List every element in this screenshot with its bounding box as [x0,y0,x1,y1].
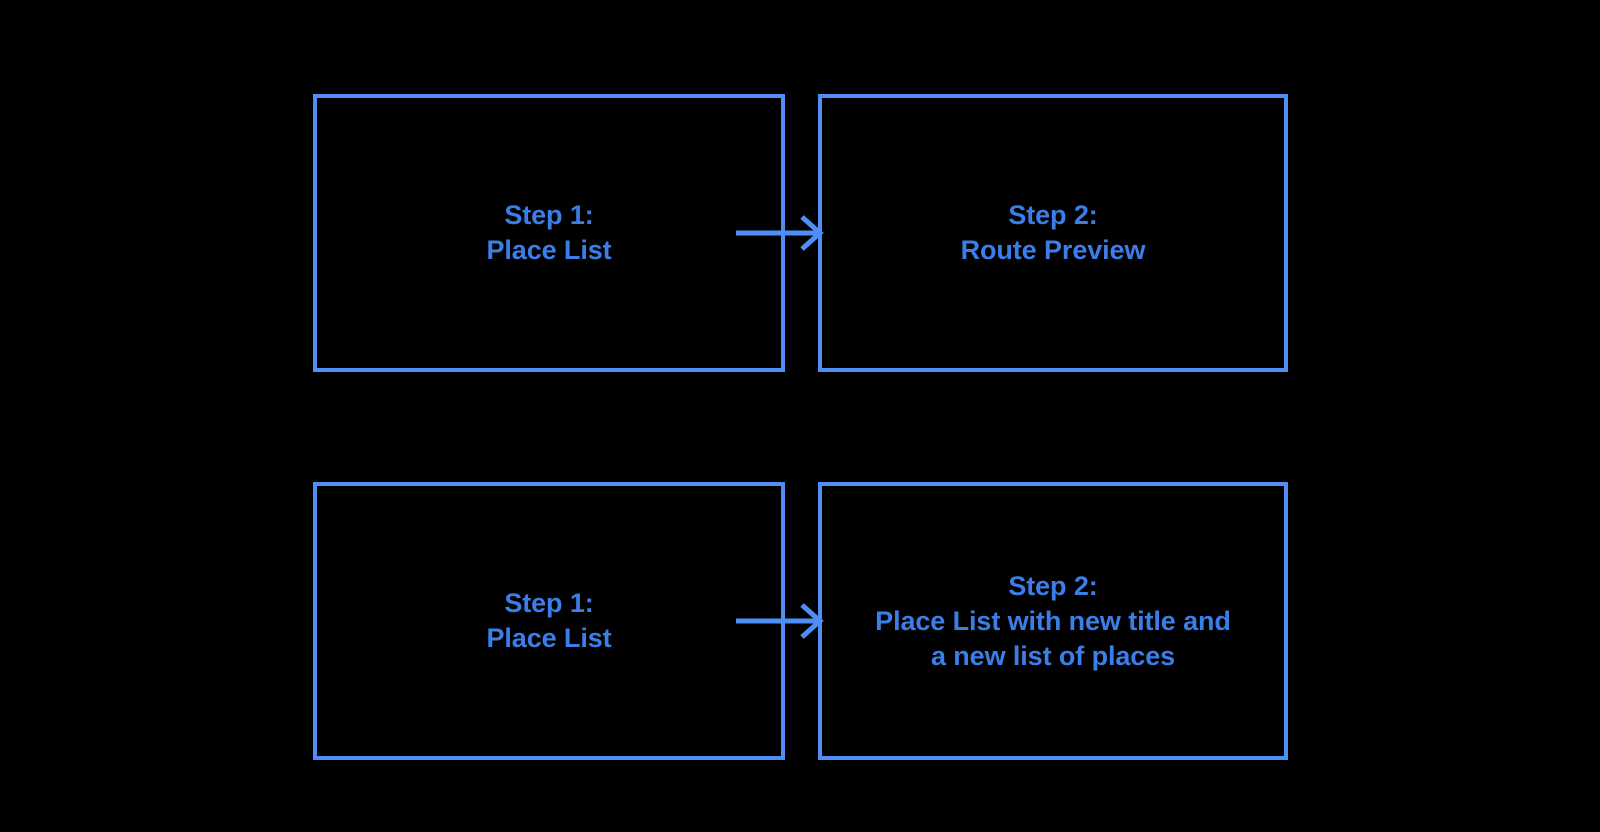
step-box-label: Step 1: Place List [486,200,612,265]
step-box-1-place-list[interactable]: Step 1: Place List [313,482,785,760]
step-box-label: Step 1: Place List [486,588,612,653]
flow-row-route-preview: Step 1: Place List Step 2: Route Preview [0,94,1600,374]
step-box-label: Step 2: Place List with new title and a … [875,570,1231,671]
step-box-label: Step 2: Route Preview [960,200,1146,265]
flow-row-updated-place-list: Step 1: Place List Step 2: Place List wi… [0,482,1600,762]
step-box-2-new-place-list[interactable]: Step 2: Place List with new title and a … [818,482,1288,760]
step-box-2-route-preview[interactable]: Step 2: Route Preview [818,94,1288,372]
step-box-1-place-list[interactable]: Step 1: Place List [313,94,785,372]
